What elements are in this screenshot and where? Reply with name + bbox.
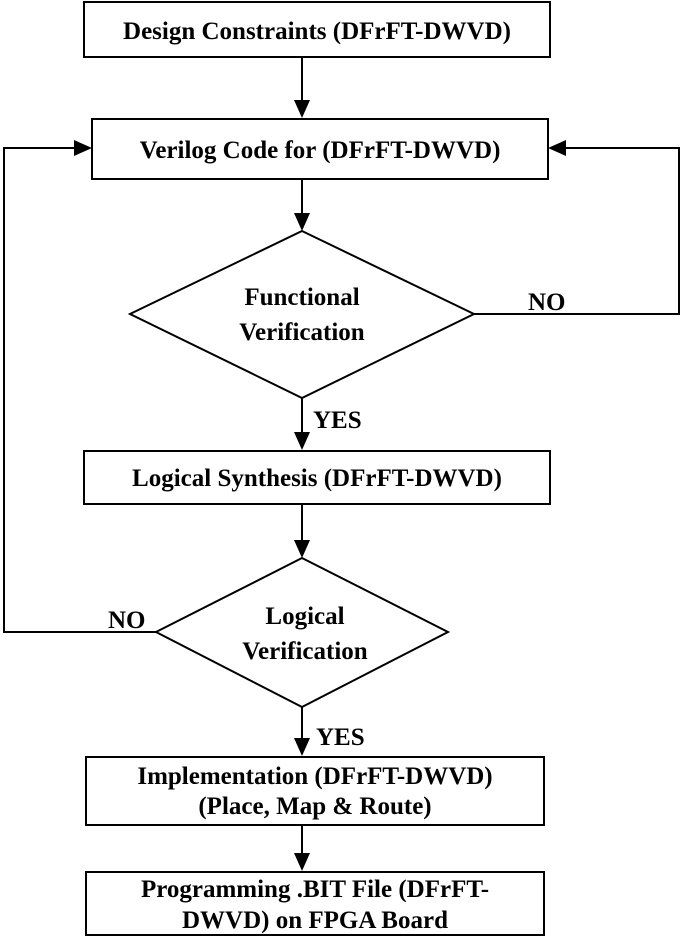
verilog-code-box: [91, 118, 549, 180]
arrow-functional-no-feedback: [474, 140, 680, 315]
programming-label-line2: DWVD) on FPGA Board: [182, 907, 448, 934]
design-constraints-box: [83, 1, 551, 58]
implementation-box: [85, 756, 545, 826]
logical-synthesis-label: Logical Synthesis (DFrFT-DWVD): [132, 465, 502, 492]
arrow-logical-yes: [294, 707, 310, 756]
functional-yes-label: YES: [313, 407, 362, 434]
design-constraints-node: Design Constraints (DFrFT-DWVD): [83, 1, 551, 58]
programming-node: Programming .BIT File (DFrFT- DWVD) on F…: [85, 871, 545, 936]
logical-synthesis-node: Logical Synthesis (DFrFT-DWVD): [83, 450, 551, 505]
logical-verification-node: Logical Verification: [153, 556, 451, 709]
functional-no-label: NO: [528, 289, 566, 316]
programming-box: [85, 871, 545, 936]
implementation-label-line1: Implementation (DFrFT-DWVD): [137, 763, 492, 790]
arrow-design-to-verilog: [294, 57, 310, 118]
functional-verification-label-line2: Verification: [239, 319, 365, 346]
logical-synthesis-box: [83, 450, 551, 505]
logical-verification-label-line2: Verification: [242, 638, 368, 665]
arrow-functional-yes: [294, 398, 310, 450]
functional-verification-diamond: [127, 229, 477, 400]
logical-verification-diamond: [153, 556, 451, 709]
arrow-implementation-to-programming: [294, 825, 310, 871]
programming-label-line1: Programming .BIT File (DFrFT-: [141, 876, 489, 903]
implementation-label-line2: (Place, Map & Route): [198, 793, 431, 820]
arrow-logical-no-feedback: [3, 140, 156, 633]
design-constraints-label: Design Constraints (DFrFT-DWVD): [123, 18, 511, 45]
functional-verification-node: Functional Verification: [127, 229, 477, 400]
verilog-code-node: Verilog Code for (DFrFT-DWVD): [91, 118, 549, 180]
functional-verification-label-line1: Functional: [244, 284, 359, 311]
logical-no-label: NO: [108, 607, 146, 634]
logical-yes-label: YES: [316, 724, 365, 751]
arrow-verilog-to-functional: [294, 179, 310, 231]
verilog-code-label: Verilog Code for (DFrFT-DWVD): [140, 137, 501, 164]
arrow-synthesis-to-logical: [294, 504, 310, 558]
logical-verification-label-line1: Logical: [265, 603, 344, 630]
implementation-node: Implementation (DFrFT-DWVD) (Place, Map …: [85, 756, 545, 826]
